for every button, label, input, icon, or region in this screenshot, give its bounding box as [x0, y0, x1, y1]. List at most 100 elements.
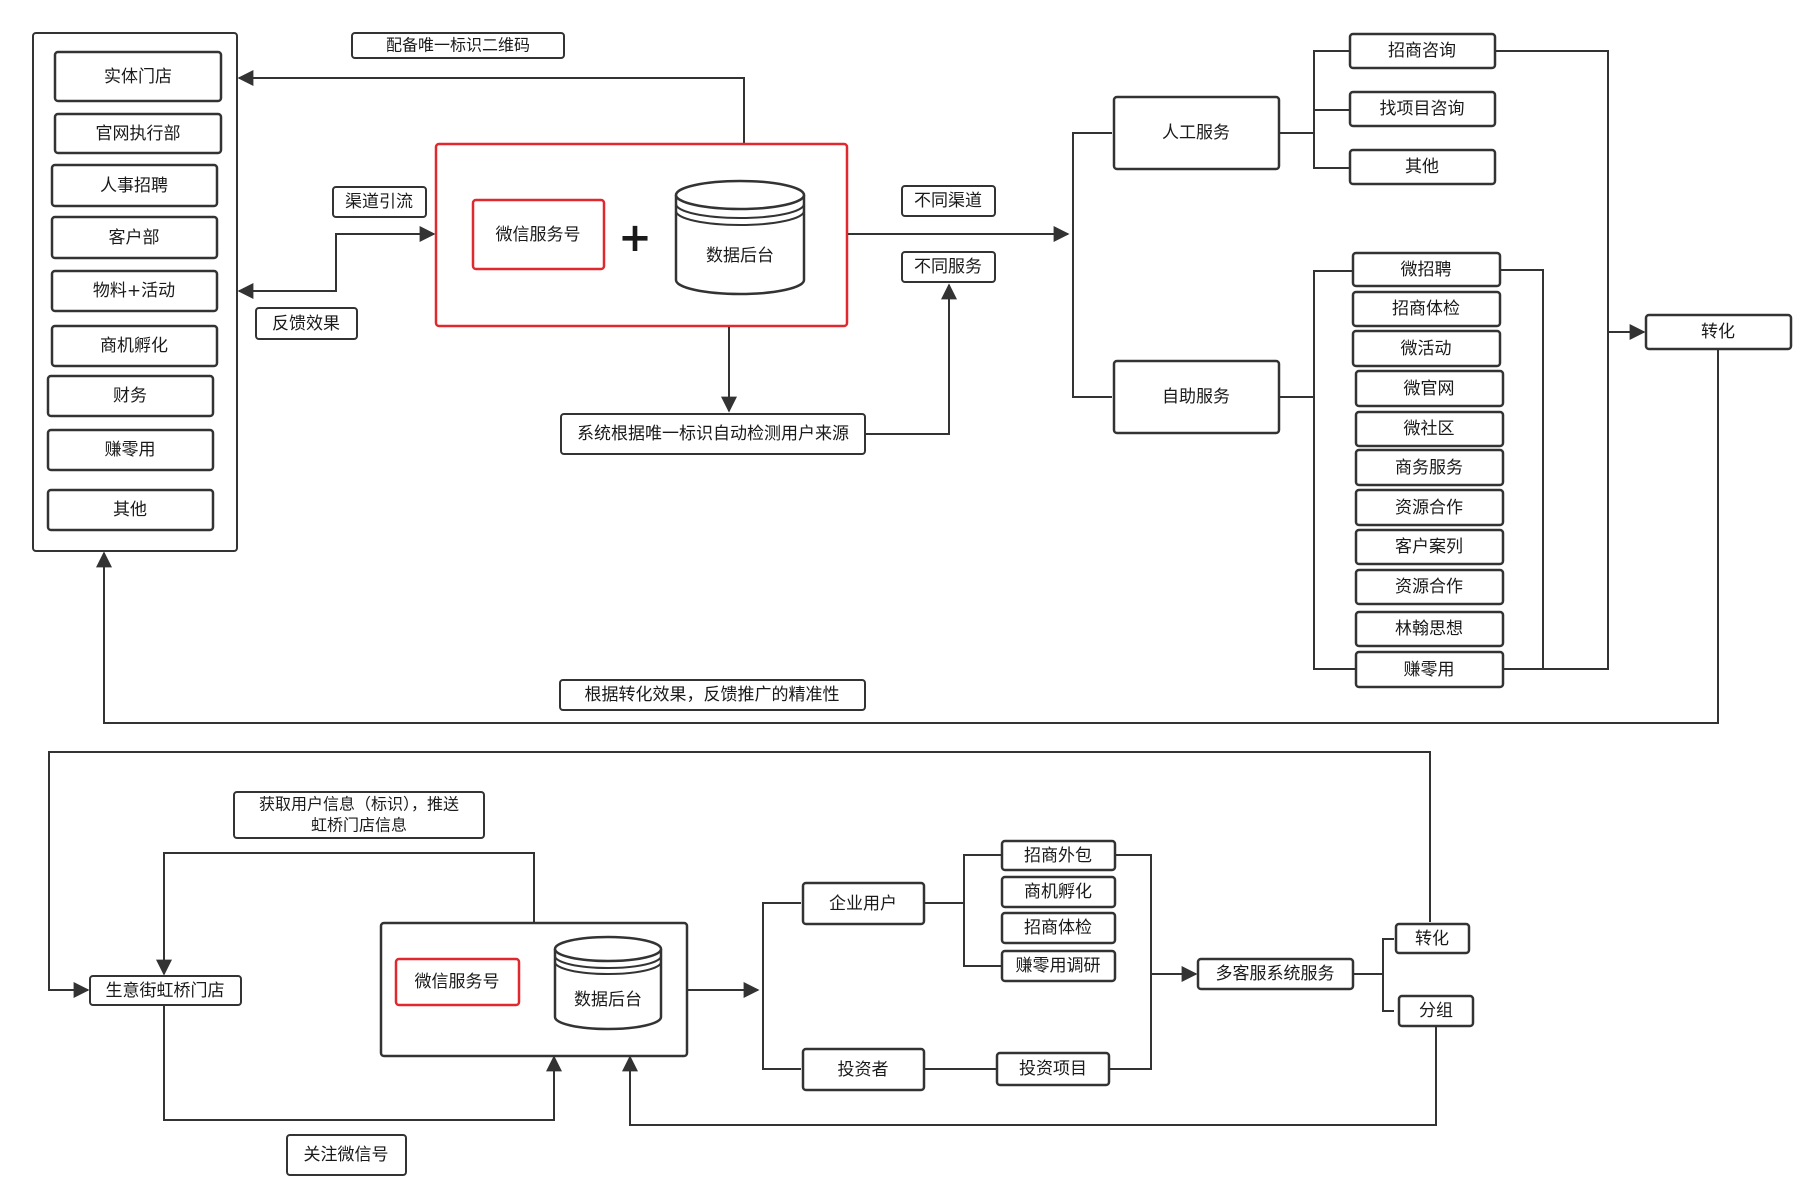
- connector: [762, 902, 801, 1070]
- self-item[interactable]: 林翰思想: [1354, 610, 1505, 648]
- svg-text:分组: 分组: [1419, 1001, 1453, 1021]
- connector: [1313, 270, 1356, 670]
- manual-service-box[interactable]: 人工服务: [1112, 95, 1281, 171]
- svg-text:微社区: 微社区: [1404, 419, 1455, 439]
- connector: [48, 751, 1431, 998]
- data-backend-label: 数据后台: [574, 990, 642, 1010]
- connector: [96, 350, 1719, 724]
- channel-item[interactable]: 实体门店: [53, 50, 223, 103]
- convert-box-bottom[interactable]: 转化: [1394, 922, 1471, 955]
- follow-label: 关注微信号: [286, 1134, 407, 1176]
- data-backend-label: 数据后台: [706, 246, 774, 266]
- get-info-label: 获取用户信息（标识），推送 虹桥门店信息: [233, 791, 485, 839]
- channel-label: 实体门店: [104, 67, 172, 87]
- svg-text:转化: 转化: [1415, 929, 1449, 949]
- self-item[interactable]: 赚零用: [1354, 650, 1505, 689]
- self-item[interactable]: 客户案列: [1354, 528, 1505, 566]
- diff-service-label: 不同服务: [901, 251, 996, 283]
- svg-text:不同渠道: 不同渠道: [914, 191, 982, 211]
- connector: [1496, 50, 1609, 670]
- svg-text:渠道引流: 渠道引流: [345, 192, 413, 212]
- manual-item[interactable]: 找项目咨询: [1348, 90, 1497, 128]
- feedback-label: 反馈效果: [255, 307, 358, 340]
- connector: [1500, 269, 1544, 670]
- connector: [237, 70, 745, 143]
- svg-text:反馈效果: 反馈效果: [272, 314, 340, 334]
- svg-text:赚零用: 赚零用: [1404, 660, 1455, 680]
- svg-text:系统根据唯一标识自动检测用户来源: 系统根据唯一标识自动检测用户来源: [577, 424, 849, 444]
- svg-text:微信服务号: 微信服务号: [496, 225, 581, 245]
- store-box[interactable]: 生意街虹桥门店: [89, 975, 242, 1006]
- investor-box[interactable]: 投资者: [801, 1047, 926, 1092]
- self-item[interactable]: 微招聘: [1351, 251, 1502, 288]
- self-service-box[interactable]: 自助服务: [1112, 359, 1281, 435]
- connector: [1110, 854, 1152, 1070]
- group-box[interactable]: 分组: [1397, 994, 1475, 1028]
- enterprise-user-box[interactable]: 企业用户: [801, 881, 926, 926]
- svg-text:招商外包: 招商外包: [1024, 846, 1092, 866]
- channel-item[interactable]: 其他: [46, 488, 215, 532]
- self-item[interactable]: 资源合作: [1354, 488, 1505, 527]
- self-item[interactable]: 招商体检: [1351, 290, 1502, 328]
- channel-flow-label: 渠道引流: [332, 186, 427, 218]
- svg-text:赚零用调研: 赚零用调研: [1016, 956, 1101, 976]
- svg-text:投资者: 投资者: [838, 1060, 889, 1080]
- self-item[interactable]: 微官网: [1354, 369, 1505, 408]
- svg-text:微招聘: 微招聘: [1401, 260, 1452, 280]
- wechat-service-box-bottom[interactable]: 微信服务号: [394, 957, 521, 1007]
- channel-list: 实体门店 官网执行部 人事招聘 客户部 物料+活动 商机孵化 财务 赚零用: [46, 50, 223, 532]
- svg-text:微活动: 微活动: [1401, 339, 1452, 359]
- channel-label: 其他: [113, 500, 147, 520]
- enterprise-item[interactable]: 招商外包: [1000, 839, 1117, 872]
- svg-text:投资项目: 投资项目: [1019, 1059, 1087, 1079]
- connector: [622, 1027, 1437, 1126]
- svg-text:转化: 转化: [1701, 322, 1735, 342]
- self-item[interactable]: 商务服务: [1354, 448, 1505, 487]
- diff-channel-label: 不同渠道: [901, 185, 996, 217]
- connector: [963, 854, 1002, 967]
- svg-text:招商体检: 招商体检: [1024, 918, 1092, 938]
- svg-text:多客服系统服务: 多客服系统服务: [1216, 964, 1335, 984]
- channel-item[interactable]: 商机孵化: [50, 324, 219, 368]
- manual-item[interactable]: 招商咨询: [1348, 32, 1497, 70]
- connector: [866, 283, 957, 435]
- svg-text:配备唯一标识二维码: 配备唯一标识二维码: [386, 36, 530, 55]
- wechat-service-box[interactable]: 微信服务号: [471, 198, 606, 271]
- channel-label: 财务: [113, 386, 147, 406]
- self-item[interactable]: 微社区: [1354, 410, 1505, 448]
- channel-label: 官网执行部: [96, 124, 181, 144]
- channel-item[interactable]: 客户部: [50, 215, 219, 260]
- connector: [237, 226, 436, 299]
- svg-text:客户案列: 客户案列: [1395, 537, 1463, 557]
- svg-text:微信服务号: 微信服务号: [415, 972, 500, 992]
- enterprise-item[interactable]: 赚零用调研: [1000, 949, 1117, 983]
- svg-text:虹桥门店信息: 虹桥门店信息: [311, 816, 407, 835]
- convert-box[interactable]: 转化: [1644, 313, 1793, 351]
- svg-text:资源合作: 资源合作: [1395, 577, 1463, 597]
- connector: [1382, 938, 1394, 1012]
- invest-project-box[interactable]: 投资项目: [995, 1051, 1111, 1087]
- svg-text:微官网: 微官网: [1404, 379, 1455, 399]
- svg-text:人工服务: 人工服务: [1162, 123, 1230, 143]
- svg-text:招商咨询: 招商咨询: [1388, 41, 1456, 61]
- connector: [156, 852, 535, 976]
- feedback-bottom-label: 根据转化效果，反馈推广的精准性: [559, 679, 866, 711]
- channel-item[interactable]: 人事招聘: [50, 163, 219, 208]
- detect-label: 系统根据唯一标识自动检测用户来源: [560, 413, 866, 455]
- svg-text:找项目咨询: 找项目咨询: [1380, 99, 1465, 119]
- channel-item[interactable]: 官网执行部: [53, 112, 223, 155]
- self-item[interactable]: 微活动: [1351, 329, 1502, 368]
- svg-text:企业用户: 企业用户: [829, 894, 897, 914]
- channel-item[interactable]: 赚零用: [46, 428, 215, 472]
- svg-text:其他: 其他: [1405, 157, 1439, 177]
- self-item[interactable]: 资源合作: [1354, 568, 1505, 606]
- channel-item[interactable]: 物料+活动: [50, 269, 219, 313]
- enterprise-item[interactable]: 招商体检: [1000, 911, 1117, 945]
- enterprise-item[interactable]: 商机孵化: [1000, 875, 1117, 909]
- channel-item[interactable]: 财务: [46, 374, 215, 418]
- multi-service-box[interactable]: 多客服系统服务: [1196, 957, 1355, 991]
- channel-label: 人事招聘: [100, 176, 168, 196]
- manual-item[interactable]: 其他: [1348, 148, 1497, 186]
- svg-text:招商体检: 招商体检: [1392, 299, 1460, 319]
